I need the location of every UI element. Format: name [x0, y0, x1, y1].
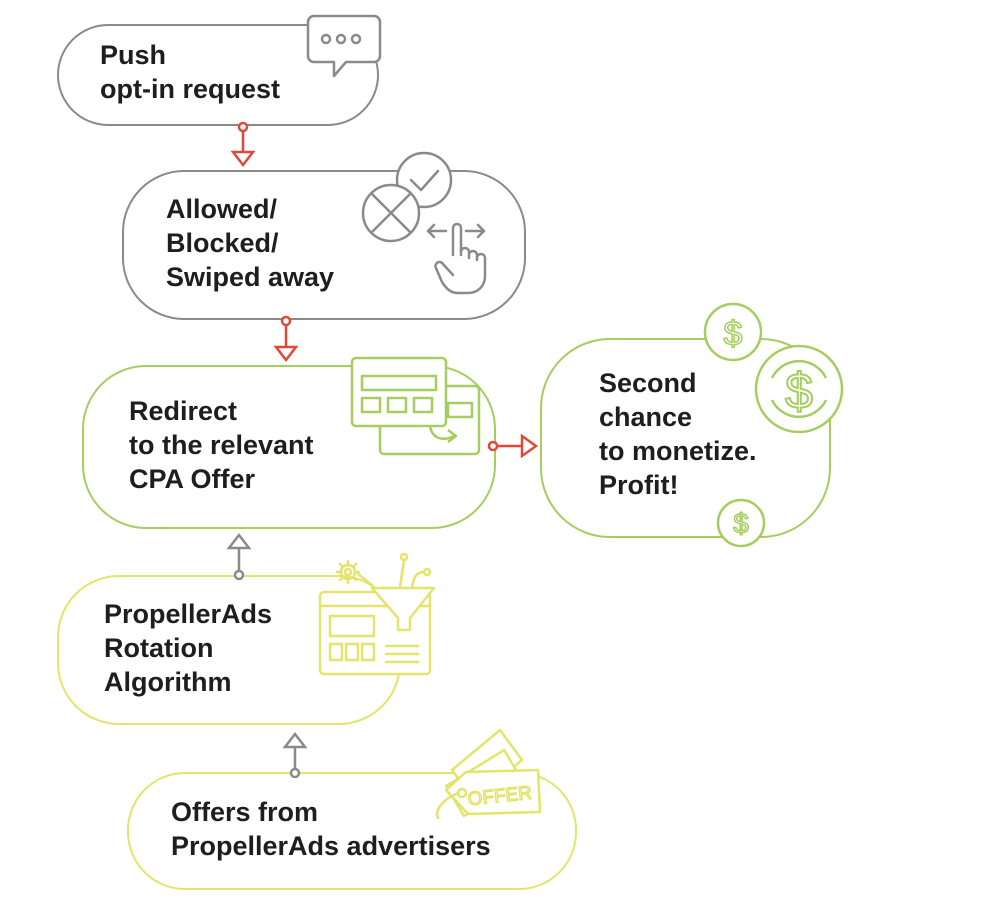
arrow-redirect-to-second [487, 433, 539, 459]
arrow-allowed-to-redirect [273, 315, 299, 363]
label-offers-advertisers: Offers from PropellerAds advertisers [171, 797, 491, 861]
label-second-chance: Second chance to monetize. Profit! [599, 368, 757, 500]
label-redirect: Redirect to the relevant CPA Offer [129, 396, 314, 494]
label-allowed-blocked: Allowed/ Blocked/ Swiped away [166, 194, 335, 292]
label-rotation-algorithm: PropellerAds Rotation Algorithm [104, 599, 273, 697]
label-push-optin: Push opt-in request [100, 40, 280, 104]
arrow-rotation-to-redirect [226, 532, 252, 581]
arrow-push-to-allowed [230, 121, 256, 168]
arrow-offers-to-rotation [282, 731, 308, 779]
